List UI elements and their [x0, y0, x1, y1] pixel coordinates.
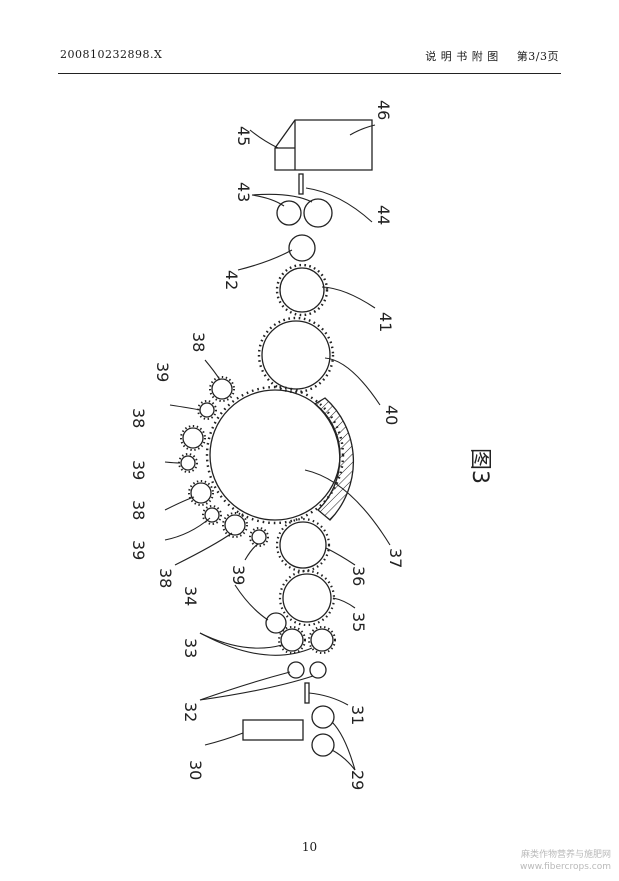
- label-29: 29: [348, 770, 367, 790]
- part-roller-29b: [311, 733, 335, 757]
- watermark: 麻类作物营养与施肥网 www.fibercrops.com: [520, 849, 611, 873]
- label-38-a: 38: [189, 332, 208, 352]
- label-39-b: 39: [129, 460, 148, 480]
- watermark-line-2: www.fibercrops.com: [520, 862, 611, 872]
- figure-caption: 图3: [467, 448, 492, 484]
- label-40: 40: [382, 405, 401, 425]
- part-roller-36: [275, 517, 331, 573]
- part-roller-42: [288, 234, 316, 262]
- label-36: 36: [349, 566, 368, 586]
- label-43: 43: [234, 182, 253, 202]
- part-roller-43b: [303, 198, 333, 228]
- header-section: 说 明 书 附 图: [425, 50, 499, 63]
- header-page-of: 第3/3页: [516, 50, 559, 63]
- part-roller-38-bottom: [222, 512, 248, 538]
- header-rule: [58, 73, 561, 74]
- part-roller-38-top: [209, 376, 235, 402]
- label-30: 30: [186, 760, 205, 780]
- part-roller-32a: [287, 661, 305, 679]
- part-roller-43a: [276, 200, 302, 226]
- label-41: 41: [376, 312, 395, 332]
- label-31: 31: [348, 705, 367, 725]
- part-roller-39-bottom: [249, 527, 269, 547]
- part-roller-40: [257, 316, 335, 394]
- label-42: 42: [222, 270, 241, 290]
- part-roller-39-upper: [178, 453, 198, 473]
- label-38-b: 38: [129, 408, 148, 428]
- label-37: 37: [386, 548, 405, 568]
- part-roller-29a: [311, 705, 335, 729]
- leader-lines: [164, 124, 391, 771]
- part-roller-38-lower: [188, 480, 214, 506]
- label-38-c: 38: [129, 500, 148, 520]
- part-roller-39-top: [197, 400, 217, 420]
- label-46: 46: [374, 100, 393, 120]
- part-roller-32b: [309, 661, 327, 679]
- part-labels: 45 46 43 44 42 41 40 38 39 38 39 38 39 3…: [129, 100, 492, 790]
- part-roller-38-upper: [180, 425, 206, 451]
- label-45: 45: [234, 126, 253, 146]
- label-39-a: 39: [153, 362, 172, 382]
- watermark-line-1: 麻类作物营养与施肥网: [520, 850, 611, 860]
- part-roller-35: [278, 569, 336, 627]
- part-roller-33a: [278, 626, 306, 654]
- label-44: 44: [374, 205, 393, 225]
- part-roller-39-lower: [202, 505, 222, 525]
- label-35: 35: [349, 612, 368, 632]
- label-34: 34: [181, 586, 200, 606]
- part-roller-41: [275, 263, 329, 317]
- part-roller-34: [265, 612, 287, 634]
- label-39-d: 39: [229, 565, 248, 585]
- label-32: 32: [181, 702, 200, 722]
- part-roller-33b: [308, 626, 336, 654]
- part-strip-31: [304, 682, 310, 704]
- header-title: 说 明 书 附 图 第3/3页: [425, 48, 559, 64]
- part-box-45-46: [274, 119, 373, 171]
- part-strip-44: [298, 173, 304, 195]
- page-number: 10: [301, 840, 318, 854]
- part-box-30: [242, 719, 304, 741]
- label-39-c: 39: [129, 540, 148, 560]
- label-33: 33: [181, 638, 200, 658]
- header-doc-number: 200810232898.X: [60, 48, 163, 61]
- label-38-d: 38: [156, 568, 175, 588]
